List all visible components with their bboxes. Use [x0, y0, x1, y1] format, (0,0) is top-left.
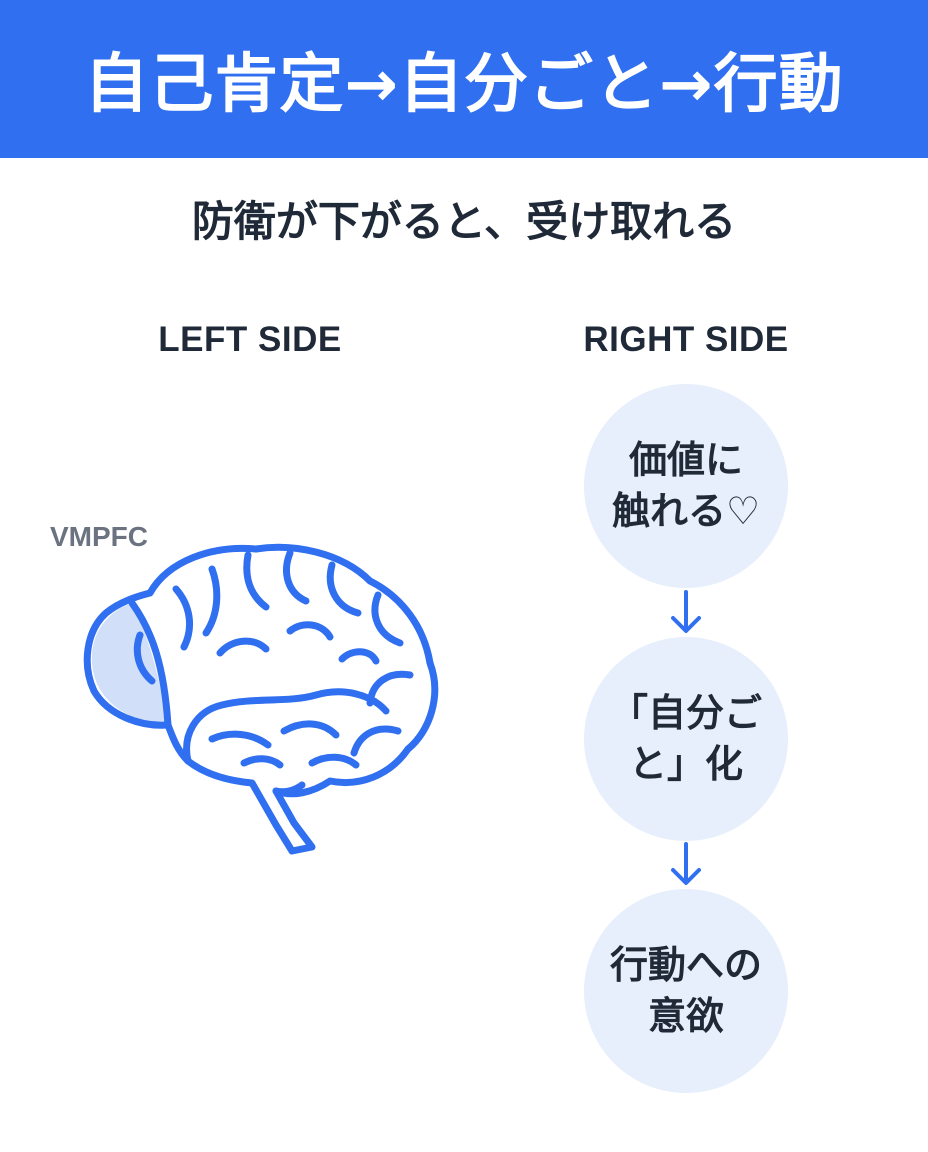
- step-line: 触れる♡: [611, 489, 761, 533]
- step-self-relevance: 「自分ご と」化: [584, 637, 788, 841]
- brain-icon: [83, 543, 439, 855]
- subtitle: 防衛が下がると、受け取れる: [191, 197, 737, 246]
- right-side-label: RIGHT SIDE: [583, 320, 789, 359]
- vmpfc-label: VMPFC: [50, 521, 148, 552]
- step-value-contact: 価値に 触れる♡: [584, 384, 788, 588]
- step-line: 価値に: [628, 438, 743, 483]
- page-title: 自己肯定→自分ごと→行動: [84, 48, 844, 122]
- step-line: 「自分ご: [609, 691, 762, 736]
- left-side-label: LEFT SIDE: [158, 320, 342, 359]
- arrow-down-icon: [671, 590, 701, 633]
- step-line: 行動への: [609, 943, 762, 988]
- step-action-motivation: 行動への 意欲: [584, 889, 788, 1093]
- header-banner: 自己肯定→自分ごと→行動: [0, 0, 928, 158]
- step-line: と」化: [628, 742, 743, 786]
- vmpfc-highlight: [91, 603, 168, 725]
- arrow-down-icon: [671, 842, 701, 885]
- step-line: 意欲: [647, 994, 724, 1038]
